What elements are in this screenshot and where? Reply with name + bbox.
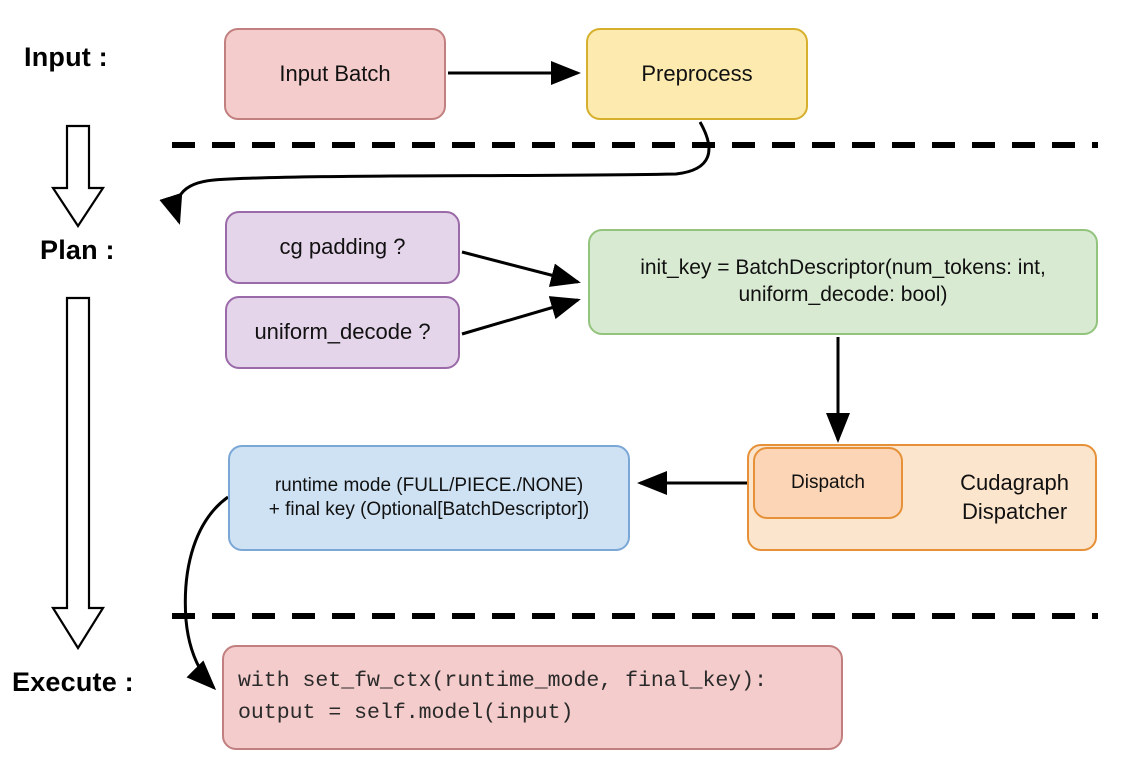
stage-label-plan: Plan : xyxy=(40,235,115,265)
edge-uniform-decode-to-init-key xyxy=(461,296,581,336)
stage-arrow-input-to-plan xyxy=(50,124,106,229)
stage-arrow-plan-to-execute xyxy=(51,296,105,651)
stage-label-input: Input : xyxy=(24,42,108,72)
node-runtime-mode[interactable]: runtime mode (FULL/PIECE./NONE) + final … xyxy=(228,445,630,551)
node-preprocess[interactable]: Preprocess xyxy=(586,28,808,120)
node-execute-code[interactable]: with set_fw_ctx(runtime_mode, final_key)… xyxy=(222,645,843,750)
node-input-batch[interactable]: Input Batch xyxy=(224,28,446,120)
node-uniform-decode[interactable]: uniform_decode ? xyxy=(225,296,460,369)
node-dispatch[interactable]: Dispatch xyxy=(753,447,903,519)
stage-label-execute: Execute : xyxy=(12,667,134,697)
edge-cg-padding-to-init-key xyxy=(461,250,581,287)
edge-preprocess-to-plan xyxy=(159,121,711,225)
edge-runtime-mode-to-execute xyxy=(183,495,229,691)
node-cg-padding[interactable]: cg padding ? xyxy=(225,211,460,284)
node-init-key[interactable]: init_key = BatchDescriptor(num_tokens: i… xyxy=(588,229,1098,335)
